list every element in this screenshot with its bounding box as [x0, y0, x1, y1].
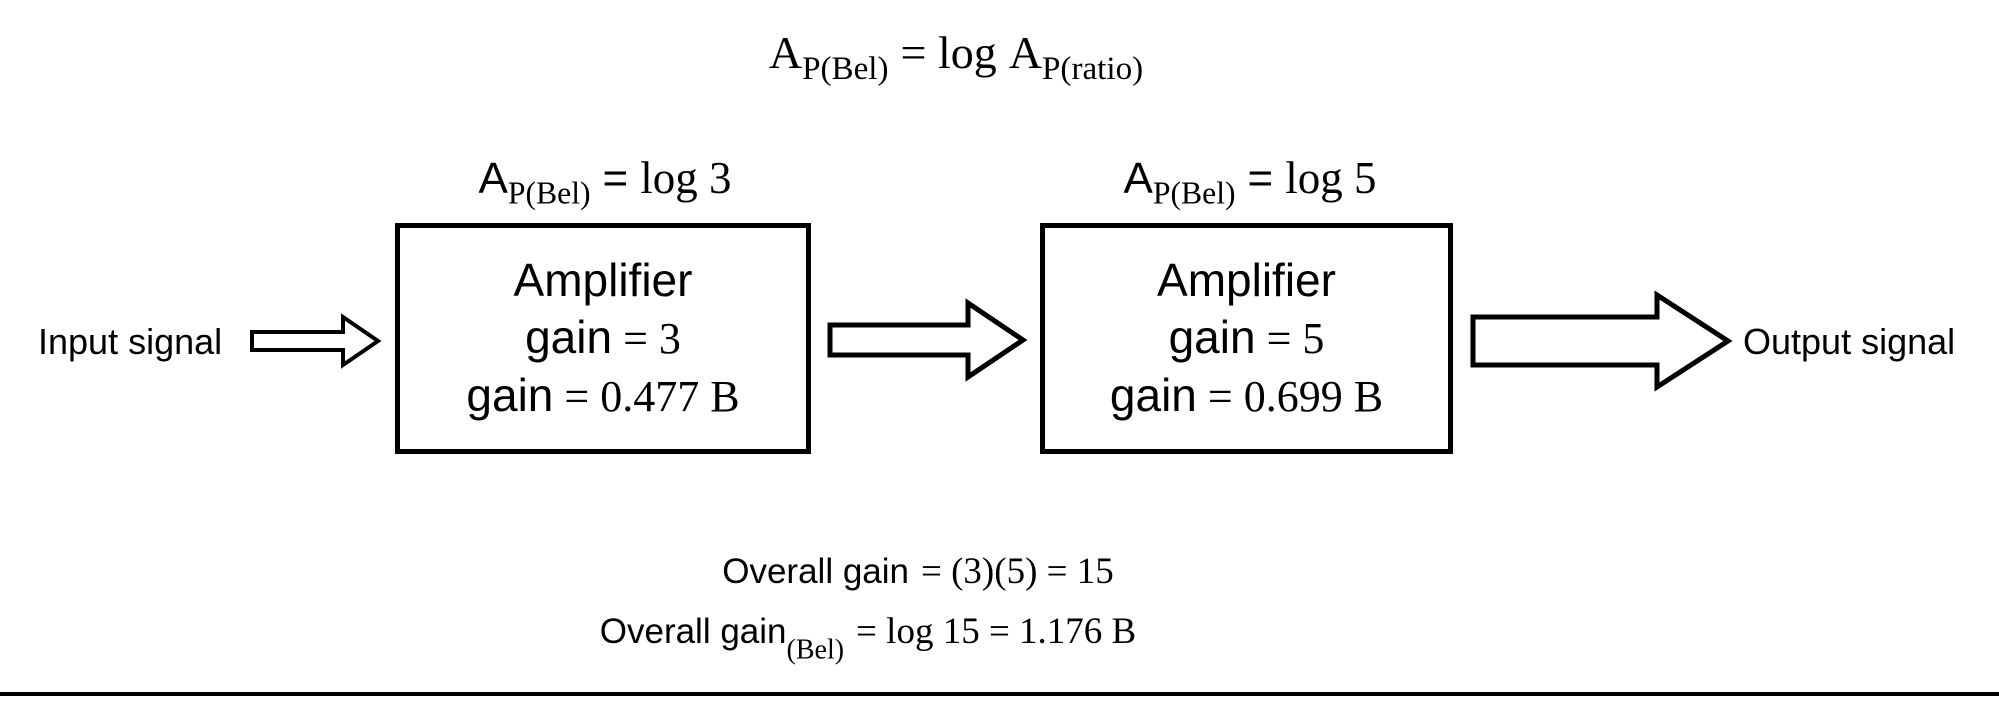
output-arrow-icon [1470, 290, 1733, 392]
overall-gain-label: Overall gain [722, 552, 909, 591]
overall-gain-line: Overall gain = (3)(5) = 15 [722, 552, 1114, 592]
overall-gain-bel-value: = log 15 = 1.176 B [856, 611, 1137, 652]
amp2-gain-ratio-value: = 5 [1266, 314, 1325, 363]
amplifier1-title: Amplifier [513, 254, 693, 306]
interstage-arrow-icon [827, 298, 1028, 382]
amp2-bel-label: gain [1109, 369, 1197, 421]
input-signal-label: Input signal [38, 321, 223, 362]
formula-symbol-a: A [768, 27, 803, 78]
overall-gain-value: = (3)(5) = 15 [920, 551, 1114, 592]
output-signal-label: Output signal [1743, 321, 1956, 362]
overall-gain-bel-label: Overall gain [599, 612, 787, 651]
amplifier2-gain-formula: AP(Bel) =log 5 [1123, 155, 1376, 216]
amp1-formula-value: log 3 [640, 153, 732, 203]
amplifier2-title: Amplifier [1157, 254, 1336, 306]
amp2-gain-label: gain [1168, 311, 1256, 363]
overall-gain-bel-subscript: (Bel) [786, 634, 845, 666]
formula-subscript-pbel: P(Bel) [802, 49, 889, 87]
amplifier1-box: Amplifier gain= 3 gain= 0.477 B [395, 223, 811, 454]
amp1-formula-subscript: P(Bel) [507, 175, 591, 211]
amp2-formula-subscript: P(Bel) [1152, 175, 1236, 211]
amplifier1-gain-ratio: gain= 3 [525, 309, 681, 367]
amplifier2-box: Amplifier gain= 5 gain= 0.699 B [1040, 223, 1453, 454]
amp2-formula-value: log 5 [1285, 153, 1377, 203]
overall-gain-bel-line: Overall gain(Bel) = log 15 = 1.176 B [600, 612, 1137, 670]
amp2-formula-symbol: A [1123, 154, 1153, 203]
amp1-bel-label: gain [466, 369, 554, 421]
amp1-gain-ratio-value: = 3 [623, 314, 681, 363]
amp2-formula-equals: = [1247, 154, 1274, 203]
amp1-formula-symbol: A [478, 154, 508, 203]
amplifier2-gain-ratio: gain= 5 [1169, 309, 1325, 367]
amp1-gain-label: gain [525, 311, 613, 363]
formula-subscript-pratio: P(ratio) [1042, 49, 1144, 87]
bottom-divider-line [0, 692, 1999, 696]
formula-symbol-a2: A [1008, 27, 1043, 78]
amplifier2-gain-bel: gain= 0.699 B [1110, 367, 1383, 425]
amp1-formula-equals: = [602, 154, 629, 203]
amplifier1-gain-formula: AP(Bel) =log 3 [478, 155, 731, 216]
formula-equals-log: = log [900, 27, 997, 78]
input-arrow-icon [250, 313, 382, 369]
amp2-gain-bel-value: = 0.699 B [1207, 372, 1384, 421]
amp1-gain-bel-value: = 0.477 B [564, 372, 740, 421]
amplifier1-gain-bel: gain= 0.477 B [466, 367, 739, 425]
